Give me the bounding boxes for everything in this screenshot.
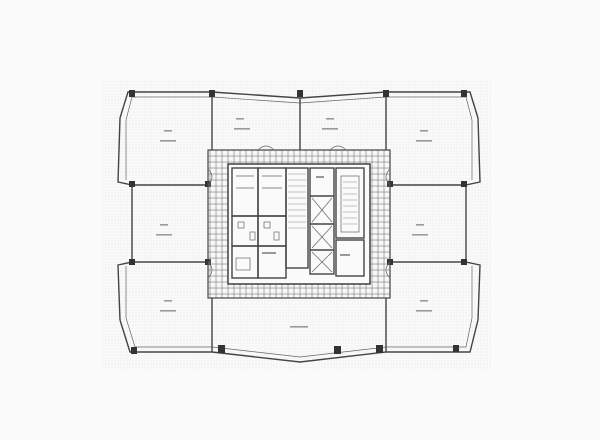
door-swings	[207, 145, 391, 279]
elevator-bank	[309, 167, 335, 275]
perimeter-walls	[117, 91, 481, 363]
stair-right	[335, 167, 365, 277]
core	[207, 149, 391, 299]
utility-rooms	[231, 245, 287, 279]
office-partitions	[132, 92, 466, 352]
core-annotations	[262, 176, 350, 256]
stair-left	[285, 167, 309, 269]
room-labels	[156, 118, 432, 328]
